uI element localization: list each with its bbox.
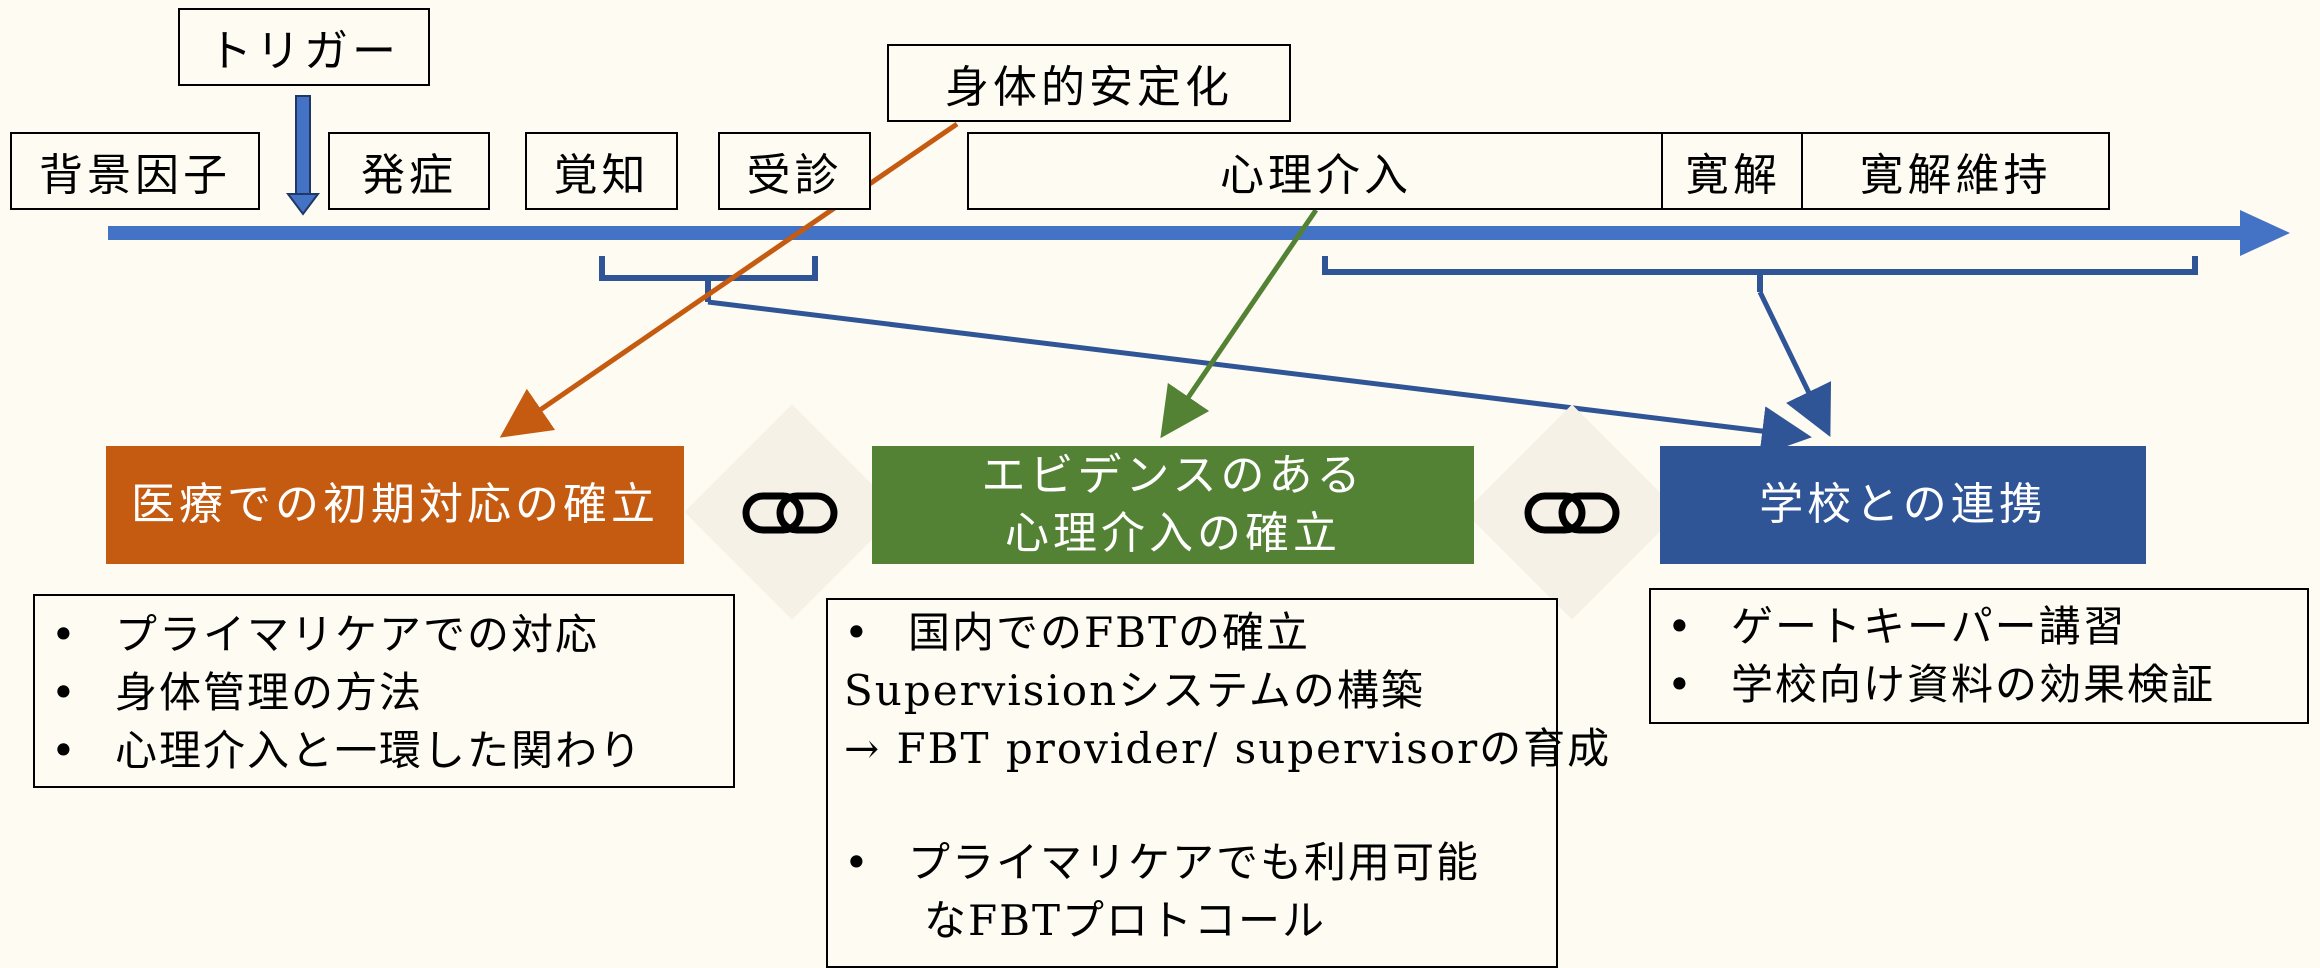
right-bracket xyxy=(1322,256,2198,292)
stage-remission-maintenance: 寛解維持 xyxy=(1801,132,2110,210)
stage-consultation: 受診 xyxy=(718,132,871,210)
list-item: •ゲートキーパー講習 xyxy=(1667,602,2127,651)
school-items-list: •ゲートキーパー講習 •学校向け資料の効果検証 xyxy=(1649,588,2309,724)
pillar-psych-title-line2: 心理介入の確立 xyxy=(1005,508,1341,559)
stage-background: 背景因子 xyxy=(10,132,260,210)
remission-to-school-arrow xyxy=(1757,290,1832,437)
pillar-medical-title: 医療での初期対応の確立 xyxy=(131,479,659,530)
stage-trigger: トリガー xyxy=(178,8,430,86)
left-bracket xyxy=(599,256,818,302)
stage-psych-intervention: 心理介入 xyxy=(967,132,1665,210)
stage-onset: 発症 xyxy=(328,132,490,210)
list-text-line: なFBTプロトコール xyxy=(924,896,1327,945)
pillar-school-title: 学校との連携 xyxy=(1759,479,2047,530)
list-item: •身体管理の方法 xyxy=(51,668,424,717)
list-item: •学校向け資料の効果検証 xyxy=(1667,660,2216,709)
chain-link-icon xyxy=(742,492,838,534)
stage-awareness: 覚知 xyxy=(525,132,678,210)
pillar-school: 学校との連携 xyxy=(1660,446,2146,564)
bracket-to-school-arrow xyxy=(707,299,1812,456)
trigger-arrow xyxy=(286,95,320,216)
medical-items-list: •プライマリケアでの対応 •身体管理の方法 •心理介入と一環した関わり xyxy=(33,594,735,788)
list-item: •プライマリケアでも利用可能 xyxy=(844,838,1481,887)
list-text-line: → FBT provider/ supervisorの育成 xyxy=(844,724,1612,773)
list-item: •心理介入と一環した関わり xyxy=(51,726,644,775)
chain-link-icon xyxy=(1524,492,1620,534)
intervention-to-psych-arrow xyxy=(1160,208,1319,439)
pillar-psych-title-line1: エビデンスのある xyxy=(981,450,1365,501)
list-item: •プライマリケアでの対応 xyxy=(51,610,600,659)
stabilization-to-medical-arrow xyxy=(499,121,959,438)
stage-physical-stabilization: 身体的安定化 xyxy=(887,44,1291,122)
list-text-line: Supervisionシステムの構築 xyxy=(844,666,1425,715)
list-item: •国内でのFBTの確立 xyxy=(844,608,1311,657)
psych-items-list: •国内でのFBTの確立 Supervisionシステムの構築 → FBT pro… xyxy=(826,598,1612,968)
stage-remission: 寛解 xyxy=(1661,132,1805,210)
timeline-arrow xyxy=(108,210,2290,256)
pillar-medical: 医療での初期対応の確立 xyxy=(106,446,684,564)
pillar-psych: エビデンスのある 心理介入の確立 xyxy=(872,446,1474,564)
